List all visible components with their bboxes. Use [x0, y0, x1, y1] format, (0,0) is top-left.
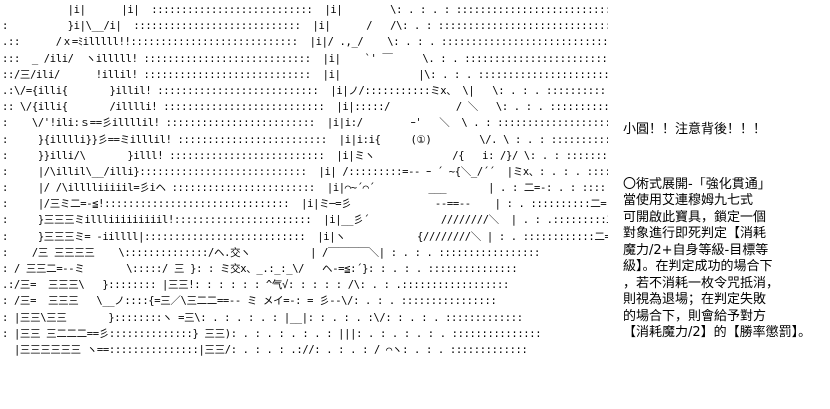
art-line: : |三三\三三 }::::::::ヽ =三\: . : . : . : |__…: [2, 311, 523, 324]
art-line: : }{illlli}}彡==ミilllil! ::::::::::::::::…: [2, 133, 608, 146]
art-line: .:/三= 三三三\ }:::::::: |三三!: : : : : : ^气√…: [2, 279, 509, 292]
warning-caption: 小圓！！注意背後！！！: [623, 122, 767, 137]
caption-panel: 小圓！！注意背後！！！ 〇術式展開-「強化貫通」當使用艾連穆姆九七式可開啟此寶具…: [623, 122, 828, 342]
ascii-art-illustration: |i| |i| ::::::::::::::::::::::::::: |i| …: [2, 2, 608, 406]
explanation-line: ，若不消耗一枚令咒抵消，: [623, 275, 780, 291]
explanation-line: 則視為退場；在判定失敗: [623, 292, 767, 307]
art-line: : |/三ミ二=-≦!:::::::::::::::::::::::::::::…: [2, 198, 608, 211]
explanation-line: 魔力/2+自身等級-目標等: [623, 242, 769, 258]
art-line: : |/ /\illlliiiiil=彡iヘ :::::::::::::::::…: [2, 182, 608, 195]
art-line: : /三= 三三三 \__ノ::::{=三／\三二二==-- ミ メイ=-: =…: [2, 295, 497, 308]
art-line: :: \/{illi{ /illlli! :::::::::::::::::::…: [2, 101, 608, 114]
art-line: |i| |i| ::::::::::::::::::::::::::: |i| …: [2, 4, 608, 16]
art-line: ::/三/ili/ !illil! ::::::::::::::::::::::…: [2, 68, 608, 81]
art-line: : }三三三ミillliiiiiiiiil!::::::::::::::::::…: [2, 214, 608, 227]
explanation-line: 的場合下，則會給予對方: [623, 308, 767, 324]
skill-explanation: 〇術式展開-「強化貫通」當使用艾連穆姆九七式可開啟此寶具，鎖定一個對象進行即死判…: [623, 177, 828, 342]
art-line: ::: _ /ili/ ヽilllll! :::::::::::::::::::…: [2, 52, 608, 65]
explanation-line: 【消耗魔力/2】的【勝率懲罰】。: [623, 325, 812, 340]
explanation-line: 當使用艾連穆姆九七式: [623, 193, 754, 208]
explanation-line: 可開啟此寶具，鎖定一個: [623, 209, 767, 225]
art-line: : |/\illil\__/illi}:::::::::::::::::::::…: [2, 165, 608, 178]
art-line: : }三三三ミ= -iillll|:::::::::::::::::::::::…: [2, 230, 608, 243]
art-line: : \/'!ili:ｓ==彡illllil! :::::::::::::::::…: [2, 117, 608, 130]
explanation-line: 級】。在判定成功的場合下: [623, 259, 773, 274]
art-line: : /三 三三三三 \::::::::::::::/ヘ.交ヽ | /￣￣￣￣＼|…: [2, 246, 541, 259]
explanation-line: 對象進行即死判定【消耗: [623, 226, 767, 241]
art-line: : }i|\__/i| ::::::::::::::::::::::::::::…: [2, 20, 608, 33]
explanation-line: 〇術式展開-「強化貫通」: [623, 176, 771, 192]
art-line: : }}illi/\ }illl! ::::::::::::::::::::::…: [2, 149, 608, 162]
art-line: |三三三三三三 ヽ==:::::::::::::::|三三/: . : . : …: [2, 343, 528, 356]
art-line: : / 三三二=--ミ \:::::/ 三 }: : ミ交x、_.:_:_\/ …: [2, 263, 518, 275]
art-line: : |三三 三二二二==彡::::::::::::::} 三三): . : . …: [2, 327, 542, 340]
art-line: .:\/={illi{ }illil! ::::::::::::::::::::…: [2, 84, 608, 97]
art-line: .:: /ｘ=ﾐilllll!!::::::::::::::::::::::::…: [2, 36, 608, 49]
